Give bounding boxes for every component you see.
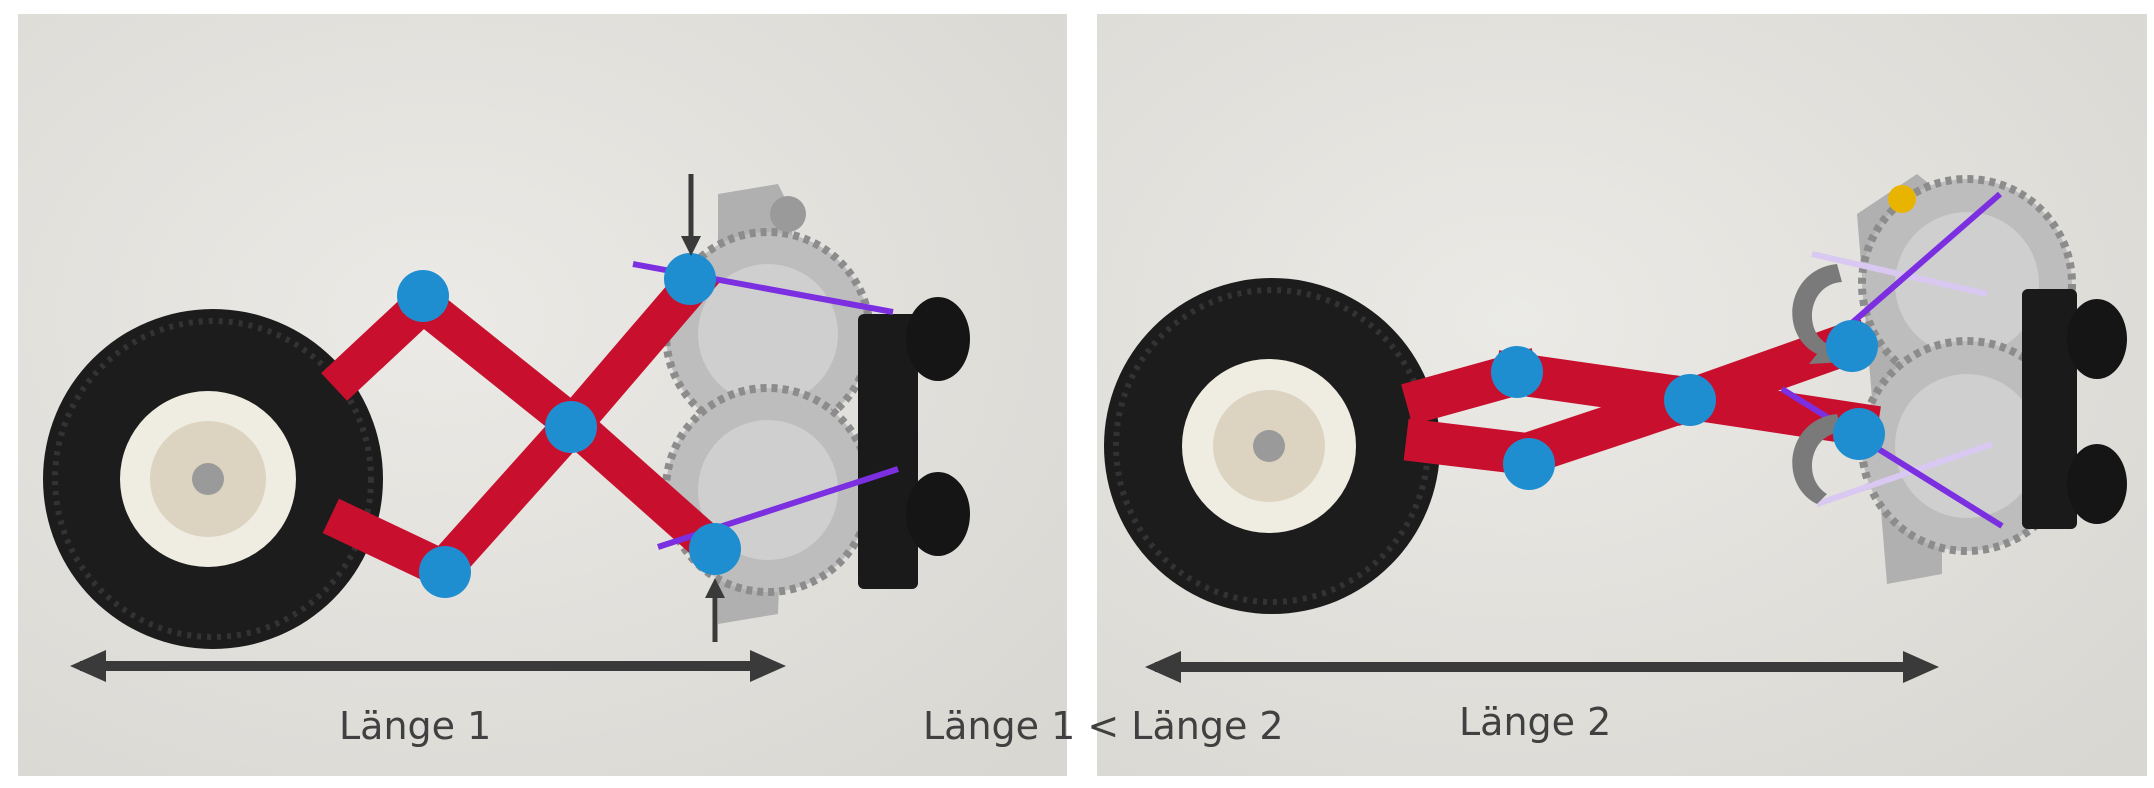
joints	[1491, 320, 1885, 490]
guide-line	[1811, 251, 1988, 297]
double-arrow-icon	[1145, 651, 1939, 683]
length-1-label: Länge 1	[339, 704, 492, 748]
gear-assembly	[1857, 174, 2127, 584]
photo-extended-mechanism	[1097, 14, 2147, 776]
arrow-down-icon	[681, 174, 701, 256]
length-comparison-label: Länge 1 < Länge 2	[923, 704, 1284, 748]
length-2-label: Länge 2	[1459, 700, 1612, 744]
guide-line	[1816, 441, 1993, 507]
double-arrow-icon	[70, 650, 786, 682]
lego-wheel	[43, 309, 383, 649]
lego-wheel	[1104, 278, 1440, 614]
joints	[397, 253, 741, 598]
arrow-up-icon	[705, 578, 725, 642]
photo-compressed-mechanism	[18, 14, 1067, 776]
guide-line	[1780, 386, 2004, 529]
